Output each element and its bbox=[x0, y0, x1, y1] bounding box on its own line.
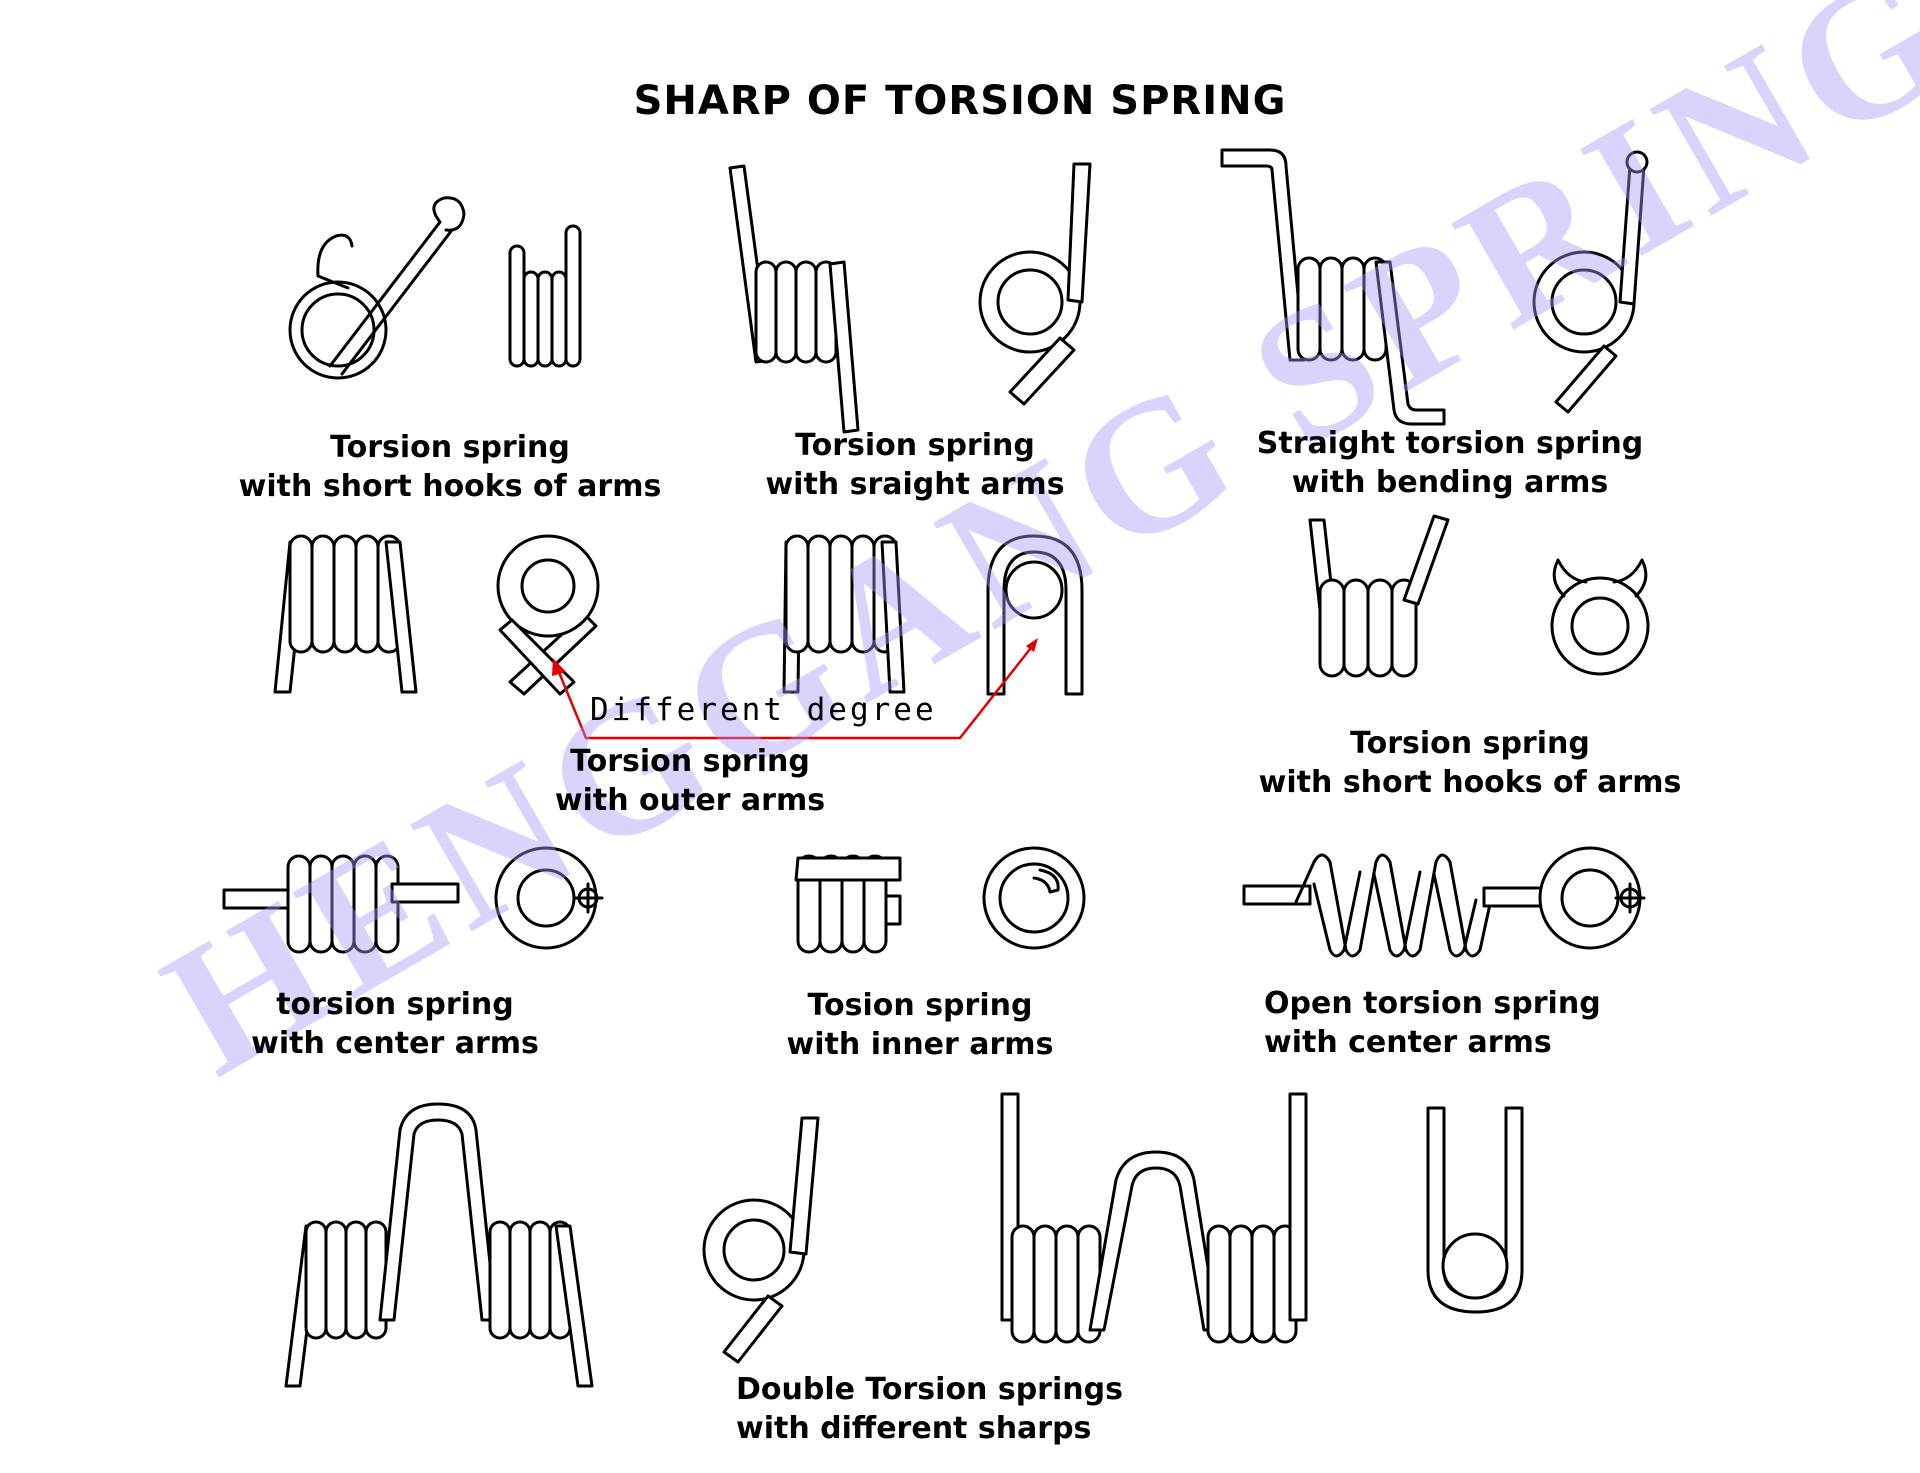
caption-line: with different sharps bbox=[736, 1411, 1092, 1446]
double-spring-2-side-view bbox=[1000, 1092, 1308, 1344]
spring-short-hooks-side-view bbox=[508, 224, 582, 368]
spring-open-center-arms-side-view bbox=[1242, 853, 1550, 958]
spring-center-arms-side-view bbox=[222, 854, 460, 954]
page-title: SHARP OF TORSION SPRING bbox=[633, 78, 1287, 124]
spring-bending-arms-end-view bbox=[1532, 150, 1649, 414]
caption-line: Torsion spring bbox=[795, 428, 1035, 463]
spring-outer-arms-end-view-2 bbox=[986, 534, 1084, 696]
spring-bending-arms-side-view bbox=[1220, 148, 1446, 426]
caption-line: with center arms bbox=[1264, 1025, 1552, 1060]
spring-outer-arms-side-view-1 bbox=[273, 534, 418, 694]
caption-line: with inner arms bbox=[786, 1027, 1054, 1062]
caption-short-hooks-2: Torsion spring with short hooks of arms bbox=[1240, 724, 1700, 802]
caption-line: Open torsion spring bbox=[1264, 986, 1601, 1021]
caption-inner-arms: Tosion spring with inner arms bbox=[750, 986, 1090, 1064]
caption-center-arms: torsion spring with center arms bbox=[220, 985, 570, 1063]
spring-outer-arms-side-view-2 bbox=[782, 534, 906, 694]
caption-straight-arms: Torsion spring with sraight arms bbox=[740, 426, 1090, 504]
spring-short-hooks-end-view bbox=[288, 196, 466, 380]
caption-line: Straight torsion spring bbox=[1256, 426, 1644, 461]
caption-double-torsion: Double Torsion springs with different sh… bbox=[736, 1370, 1176, 1448]
different-degree-label: Different degree bbox=[590, 692, 937, 728]
spring-straight-arms-side-view bbox=[728, 164, 860, 434]
caption-line: Double Torsion springs bbox=[736, 1372, 1123, 1407]
caption-line: with short hooks of arms bbox=[238, 469, 662, 504]
spring-open-center-arms-end-view bbox=[1538, 846, 1646, 950]
caption-line: Torsion spring bbox=[1350, 726, 1590, 761]
caption-line: Torsion spring bbox=[330, 430, 570, 465]
caption-line: with short hooks of arms bbox=[1258, 765, 1682, 800]
caption-line: Torsion spring bbox=[570, 744, 810, 779]
different-degree-pointer bbox=[552, 638, 1038, 740]
spring-inner-arms-end-view bbox=[982, 846, 1086, 950]
caption-line: Tosion spring bbox=[807, 988, 1033, 1023]
spring-center-arms-end-view bbox=[494, 846, 604, 950]
spring-inner-arms-side-view bbox=[794, 854, 902, 954]
caption-outer-arms: Torsion spring with outer arms bbox=[520, 742, 860, 820]
caption-line: with outer arms bbox=[554, 783, 826, 818]
spring-short-hooks-2-end-view bbox=[1550, 558, 1650, 676]
spring-short-hooks-2-side-view bbox=[1308, 514, 1450, 678]
caption-line: with sraight arms bbox=[765, 467, 1065, 502]
spring-straight-arms-end-view bbox=[978, 162, 1092, 406]
caption-line: torsion spring bbox=[276, 987, 514, 1022]
double-spring-1-side-view bbox=[284, 1102, 594, 1388]
caption-bending-arms: Straight torsion spring with bending arm… bbox=[1230, 424, 1670, 502]
caption-open-center-arms: Open torsion spring with center arms bbox=[1264, 984, 1684, 1062]
spring-outer-arms-end-view-1 bbox=[496, 534, 600, 696]
caption-line: with center arms bbox=[251, 1026, 539, 1061]
caption-line: with bending arms bbox=[1291, 465, 1609, 500]
double-spring-2-end-view bbox=[1426, 1106, 1524, 1314]
caption-short-hooks: Torsion spring with short hooks of arms bbox=[220, 428, 680, 506]
double-spring-1-end-view bbox=[702, 1116, 820, 1364]
